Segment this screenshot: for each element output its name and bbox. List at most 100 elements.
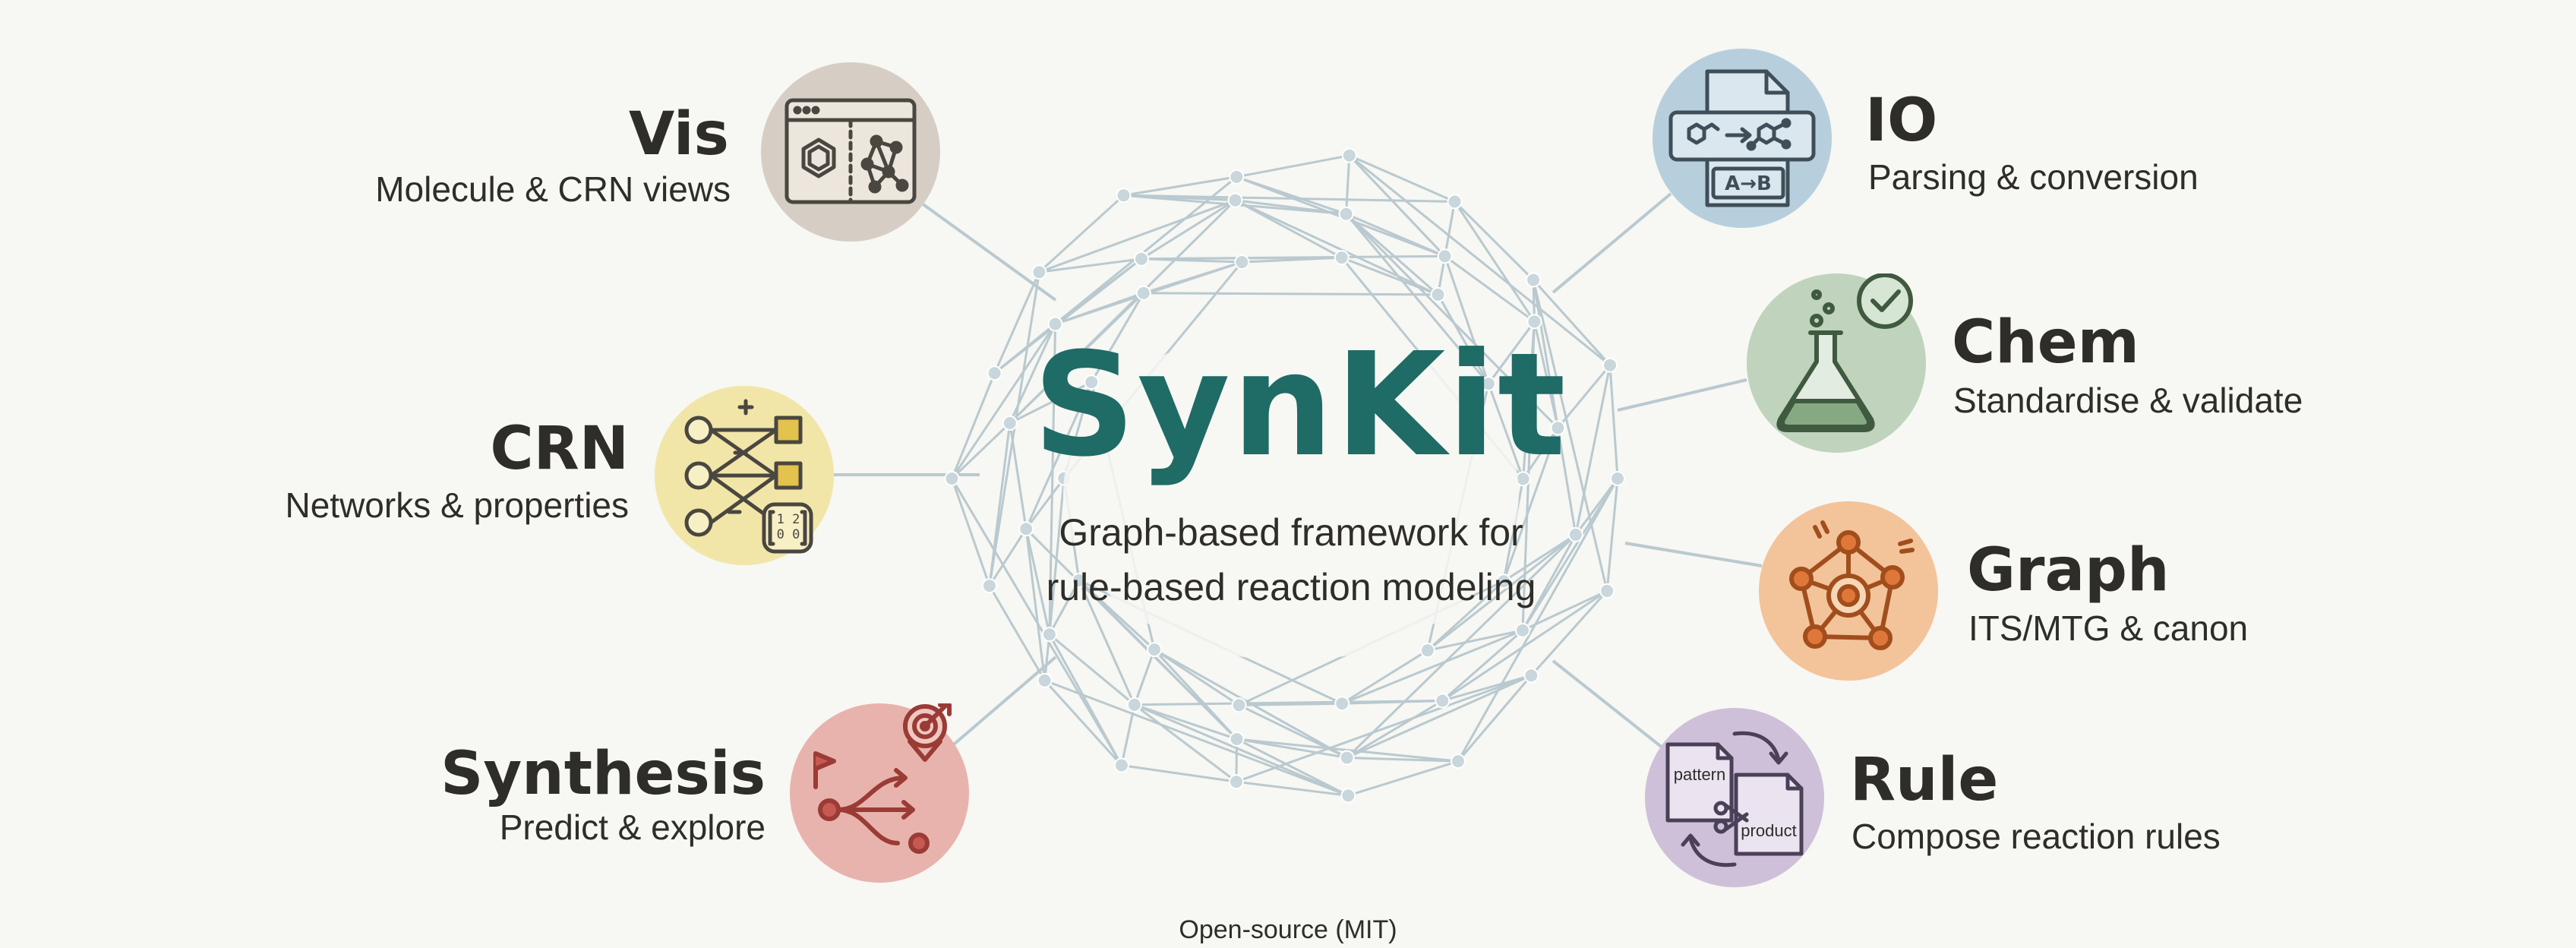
network-edge [1441,589,1608,702]
network-node [1437,248,1453,264]
network-edge [1522,589,1608,632]
network-node [944,471,960,486]
network-edge [1348,154,1446,258]
network-edge [1437,294,1490,384]
network-edge [1154,648,1348,759]
network-node [1523,668,1539,684]
network-edge [1345,213,1446,258]
network-node [1231,697,1247,713]
title-backdrop [1063,327,1519,661]
sphere-network [944,147,1625,804]
network-edge [1133,649,1156,706]
network-node [1084,374,1100,390]
network-edge [951,422,1011,480]
network-edge [1024,381,1093,529]
network-edge [1078,580,1136,706]
network-edge [1444,201,1456,257]
network-edge [1503,533,1577,583]
network-edge [1426,533,1577,652]
network-edge [1048,634,1135,706]
network-node [1567,526,1583,542]
network-edge [1502,427,1559,582]
graph-network-icon [1759,501,1938,681]
network-edge [1009,292,1144,425]
network-edge [1341,649,1428,705]
network-node [1133,251,1149,267]
network-node [1031,264,1047,280]
network-node [1113,757,1129,773]
network-node [1447,194,1463,210]
module-synthesis-desc: Predict & explore [499,807,766,847]
network-edge [988,528,1028,586]
connector-io [1552,192,1672,294]
network-node [1135,285,1151,301]
network-node [981,578,997,594]
network-edge [1048,580,1081,635]
branching-target-icon [790,703,969,883]
network-edge [1009,323,1056,424]
network-edge [1522,321,1536,479]
network-edge [1533,321,1559,428]
network-node [1334,250,1350,266]
network-edge [1039,258,1142,273]
network-node [1018,521,1034,537]
module-synthesis-label: Synthesis [440,740,766,808]
network-node [1550,420,1566,436]
network-edge [1242,256,1342,264]
network-node [1450,754,1466,769]
rule-product-doc-label: product [1741,821,1797,840]
network-node [1334,696,1350,712]
network-edge [1605,478,1619,592]
network-edge [1530,589,1608,677]
network-edge [1346,756,1459,763]
network-edge [1024,477,1065,530]
rule-composition-icon: pattern product [1645,708,1824,887]
network-node [1339,750,1355,766]
network-edge [1608,365,1619,479]
network-node [1495,574,1511,589]
network-edge [951,323,1056,479]
network-edge [1024,529,1046,681]
network-edge [1444,255,1490,384]
module-io-label: IO [1865,87,1938,155]
rule-pattern-doc-label: pattern [1673,765,1726,784]
connector-vis [917,200,1057,302]
network-edge [1043,634,1051,681]
network-edge [1345,155,1351,214]
license-footer: Open-source (MIT) [1179,915,1397,944]
network-edge [1574,365,1612,536]
network-node [1147,642,1163,658]
module-connectors [832,192,1763,750]
network-edge [1134,703,1238,741]
network-edge [1349,154,1456,203]
network-edge [1345,213,1439,296]
module-io-desc: Parsing & conversion [1868,157,2199,197]
network-edge [1236,738,1347,759]
connector-rule [1552,659,1665,750]
network-node [1526,272,1542,288]
network-edge [1236,780,1349,797]
network-edge [1487,321,1536,385]
subtitle-line-1: Graph-based framework for [1059,511,1523,554]
connector-chem [1617,378,1747,412]
network-edge [1143,261,1242,295]
network-node [1340,788,1356,804]
module-chem-desc: Standardise & validate [1953,381,2303,420]
matrix-row-2: 0 0 [776,527,800,542]
matrix-row-1: 1 2 [776,512,800,527]
network-edge [1427,629,1523,652]
file-conversion-icon: A→B [1653,49,1832,228]
network-edge [993,271,1040,374]
module-rule-label: Rule [1850,746,1999,814]
network-node [1002,415,1018,431]
network-edge [1234,199,1439,296]
network-node [1126,697,1142,713]
network-edge [1078,579,1156,651]
connector-graph [1624,542,1763,567]
network-edge [1346,533,1577,759]
network-edge [1235,199,1346,216]
network-edge [1044,679,1349,797]
module-chem-label: Chem [1952,308,2139,377]
